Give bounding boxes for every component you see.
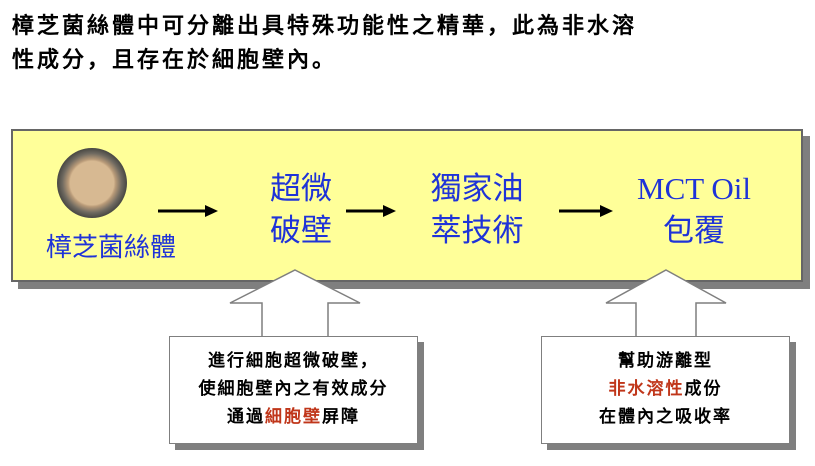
callout-right-line-2-suffix: 成份 [684,379,723,399]
stage-extraction-line-1: 獨家油 [430,171,524,207]
callout-left-line-1: 進行細胞超微破壁， [208,351,379,371]
callout-left-line-3-suffix: 屏障 [322,407,360,427]
callout-left-highlight: 細胞壁 [265,407,322,427]
callout-right-line-1: 幫助游離型 [618,351,713,371]
heading-line-2: 性成分，且存在於細胞壁內。 [12,48,338,73]
callout-absorption: 幫助游離型 非水溶性成份 在體內之吸收率 [541,336,790,444]
stage-ultrafine-line-1: 超微 [270,171,332,207]
arrow-icon [559,205,613,217]
callout-wall-breaking: 進行細胞超微破壁， 使細胞壁內之有效成分 通過細胞壁屏障 [169,336,418,444]
process-band: 樟芝菌絲體 超微 破壁 獨家油 萃技術 MCT Oil 包覆 [11,129,803,282]
callout-right-highlight: 非水溶性 [608,379,685,399]
stage-mct-line-2: 包覆 [663,213,725,248]
callout-pointer-left [229,269,361,339]
stage-ultrafine-line-2: 破壁 [270,213,332,249]
mycelium-dish-image [57,148,127,218]
stage-oil-extraction: 獨家油 萃技術 [397,168,557,252]
callout-right-line-3: 在體內之吸收率 [599,407,732,427]
callout-left-line-2: 使細胞壁內之有效成分 [198,379,389,399]
stage-extraction-line-2: 萃技術 [430,213,524,249]
callout-left-line-3: 通過細胞壁屏障 [170,403,417,431]
arrow-icon [346,205,396,217]
stage-ultrafine-wall-breaking: 超微 破壁 [241,168,361,252]
stage-mct-line-1: MCT Oil [637,171,751,206]
callout-pointer-right [605,269,727,339]
stage-mct-oil-coating: MCT Oil 包覆 [599,168,789,252]
heading: 樟芝菌絲體中可分離出具特殊功能性之精華，此為非水溶 性成分，且存在於細胞壁內。 [12,10,802,78]
callout-right-line-2: 非水溶性成份 [542,375,789,403]
callout-left-line-3-prefix: 通過 [227,407,265,427]
arrow-icon [158,205,218,217]
mycelium-label: 樟芝菌絲體 [45,233,176,263]
heading-line-1: 樟芝菌絲體中可分離出具特殊功能性之精華，此為非水溶 [12,14,638,39]
